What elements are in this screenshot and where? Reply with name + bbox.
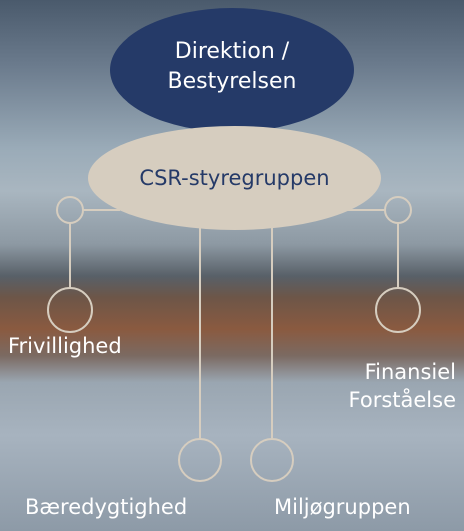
label-finansiel-line2: Forståelse xyxy=(348,388,456,412)
junction-right xyxy=(384,196,412,224)
junction-left xyxy=(56,196,84,224)
label-miljogruppen: Miljøgruppen xyxy=(274,495,411,519)
node-direktion-line1: Direktion / xyxy=(174,39,290,64)
label-frivillighed: Frivillighed xyxy=(8,334,122,358)
node-circle-finansiel xyxy=(375,287,421,333)
label-finansiel-line1: Finansiel xyxy=(364,360,456,384)
node-csr-label: CSR-styregruppen xyxy=(139,166,330,190)
label-baeredygtighed: Bæredygtighed xyxy=(25,495,188,519)
node-csr-styregruppen: CSR-styregruppen xyxy=(88,126,381,230)
node-direktion-bestyrelsen: Direktion / Bestyrelsen xyxy=(110,8,354,132)
node-circle-baeredygtighed xyxy=(178,438,222,482)
node-circle-miljo xyxy=(250,438,294,482)
node-circle-frivillighed xyxy=(47,287,93,333)
label-finansiel-forstaaelse: Finansiel Forståelse xyxy=(349,358,456,414)
node-direktion-line2: Bestyrelsen xyxy=(167,69,297,94)
